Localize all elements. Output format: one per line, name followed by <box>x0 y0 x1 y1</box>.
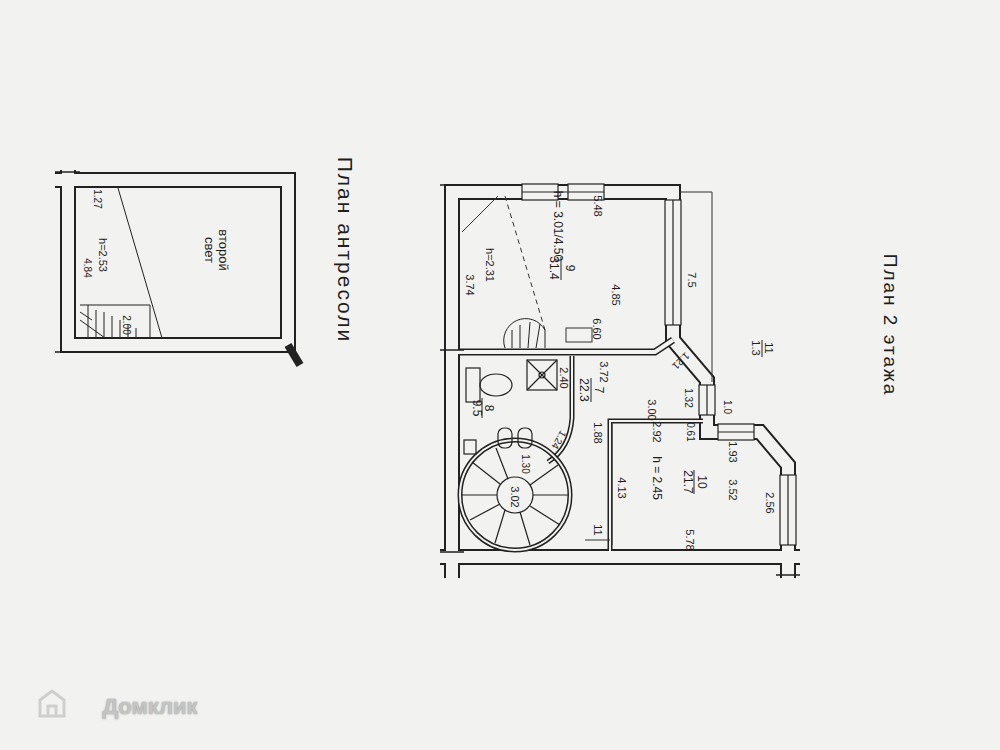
dimension: 1.27 <box>92 189 103 208</box>
dimension: 1.21 <box>670 350 692 372</box>
dimension: 3.02 <box>509 486 521 507</box>
dimension: 6.60 <box>591 318 603 339</box>
dimension: 7.5 <box>686 272 698 287</box>
room-number: 7 <box>591 387 604 394</box>
room: второй свет h=2.53 <box>75 187 281 338</box>
dimension: 5.78 <box>684 529 696 550</box>
dimension: 4.85 <box>610 284 622 305</box>
dimension: 3.00 <box>646 399 658 420</box>
room: 111.3 <box>740 322 785 377</box>
fixtures <box>464 360 557 454</box>
room-number: 9 <box>562 265 575 272</box>
dimension: 0.61 <box>685 422 696 441</box>
room-text: 1.3 <box>750 340 762 355</box>
room-text: h=2.31 <box>484 248 496 282</box>
dimension: 3.52 <box>727 479 739 500</box>
dimension: 1.88 <box>592 422 604 443</box>
room-number: второй свет <box>202 219 231 281</box>
dimension: 4.84 <box>82 258 93 277</box>
watermark-icon <box>40 691 64 716</box>
dimension: 5.48 <box>592 195 604 216</box>
room-text: 21.7 <box>680 470 693 493</box>
walls <box>440 185 800 578</box>
room-number: 8 <box>481 405 494 412</box>
dimension: 11 <box>592 524 604 535</box>
mezzanine-walls <box>55 170 300 365</box>
dimension: 2.92 <box>651 421 663 442</box>
room-text: h = 3.01/4.50 <box>550 191 563 261</box>
dimension: 2.40 <box>558 367 570 388</box>
thin-lines <box>462 192 712 545</box>
dimension: 1.93 <box>727 441 739 462</box>
dimension: 1.24 <box>549 429 568 451</box>
room-text: 9.5 <box>469 400 482 417</box>
dimension: 1.0 <box>722 400 733 414</box>
room-text: 22.3 <box>576 378 589 401</box>
room-text: h = 2.45 <box>649 456 662 500</box>
dimension: 3.74 <box>464 274 476 295</box>
room: 722.3 <box>575 358 703 418</box>
plan-title: План антресоли <box>333 157 356 344</box>
dimension: 2.00 <box>121 315 132 334</box>
room-number: 11 <box>763 342 775 353</box>
room: 931.4h = 3.01/4.50h=2.31 <box>460 200 666 345</box>
mezzanine-lines <box>80 188 162 338</box>
dimension: 1.30 <box>520 454 531 473</box>
dimension: 4.13 <box>616 477 628 498</box>
room: 1021.7 h = 2.45 <box>614 425 780 550</box>
watermark: Домклик <box>102 695 197 719</box>
room-text: h=2.53 <box>97 238 109 272</box>
dimension: 2.56 <box>764 492 776 513</box>
fraction-bars <box>482 257 762 494</box>
spiral-stair <box>460 440 570 550</box>
windows <box>522 184 796 545</box>
room-number: 10 <box>694 475 707 488</box>
plan-title: План 2 этажа <box>880 254 901 397</box>
dimension: 3.72 <box>598 361 610 382</box>
stair-symbol <box>504 319 545 348</box>
dimension: 1.32 <box>683 388 694 407</box>
